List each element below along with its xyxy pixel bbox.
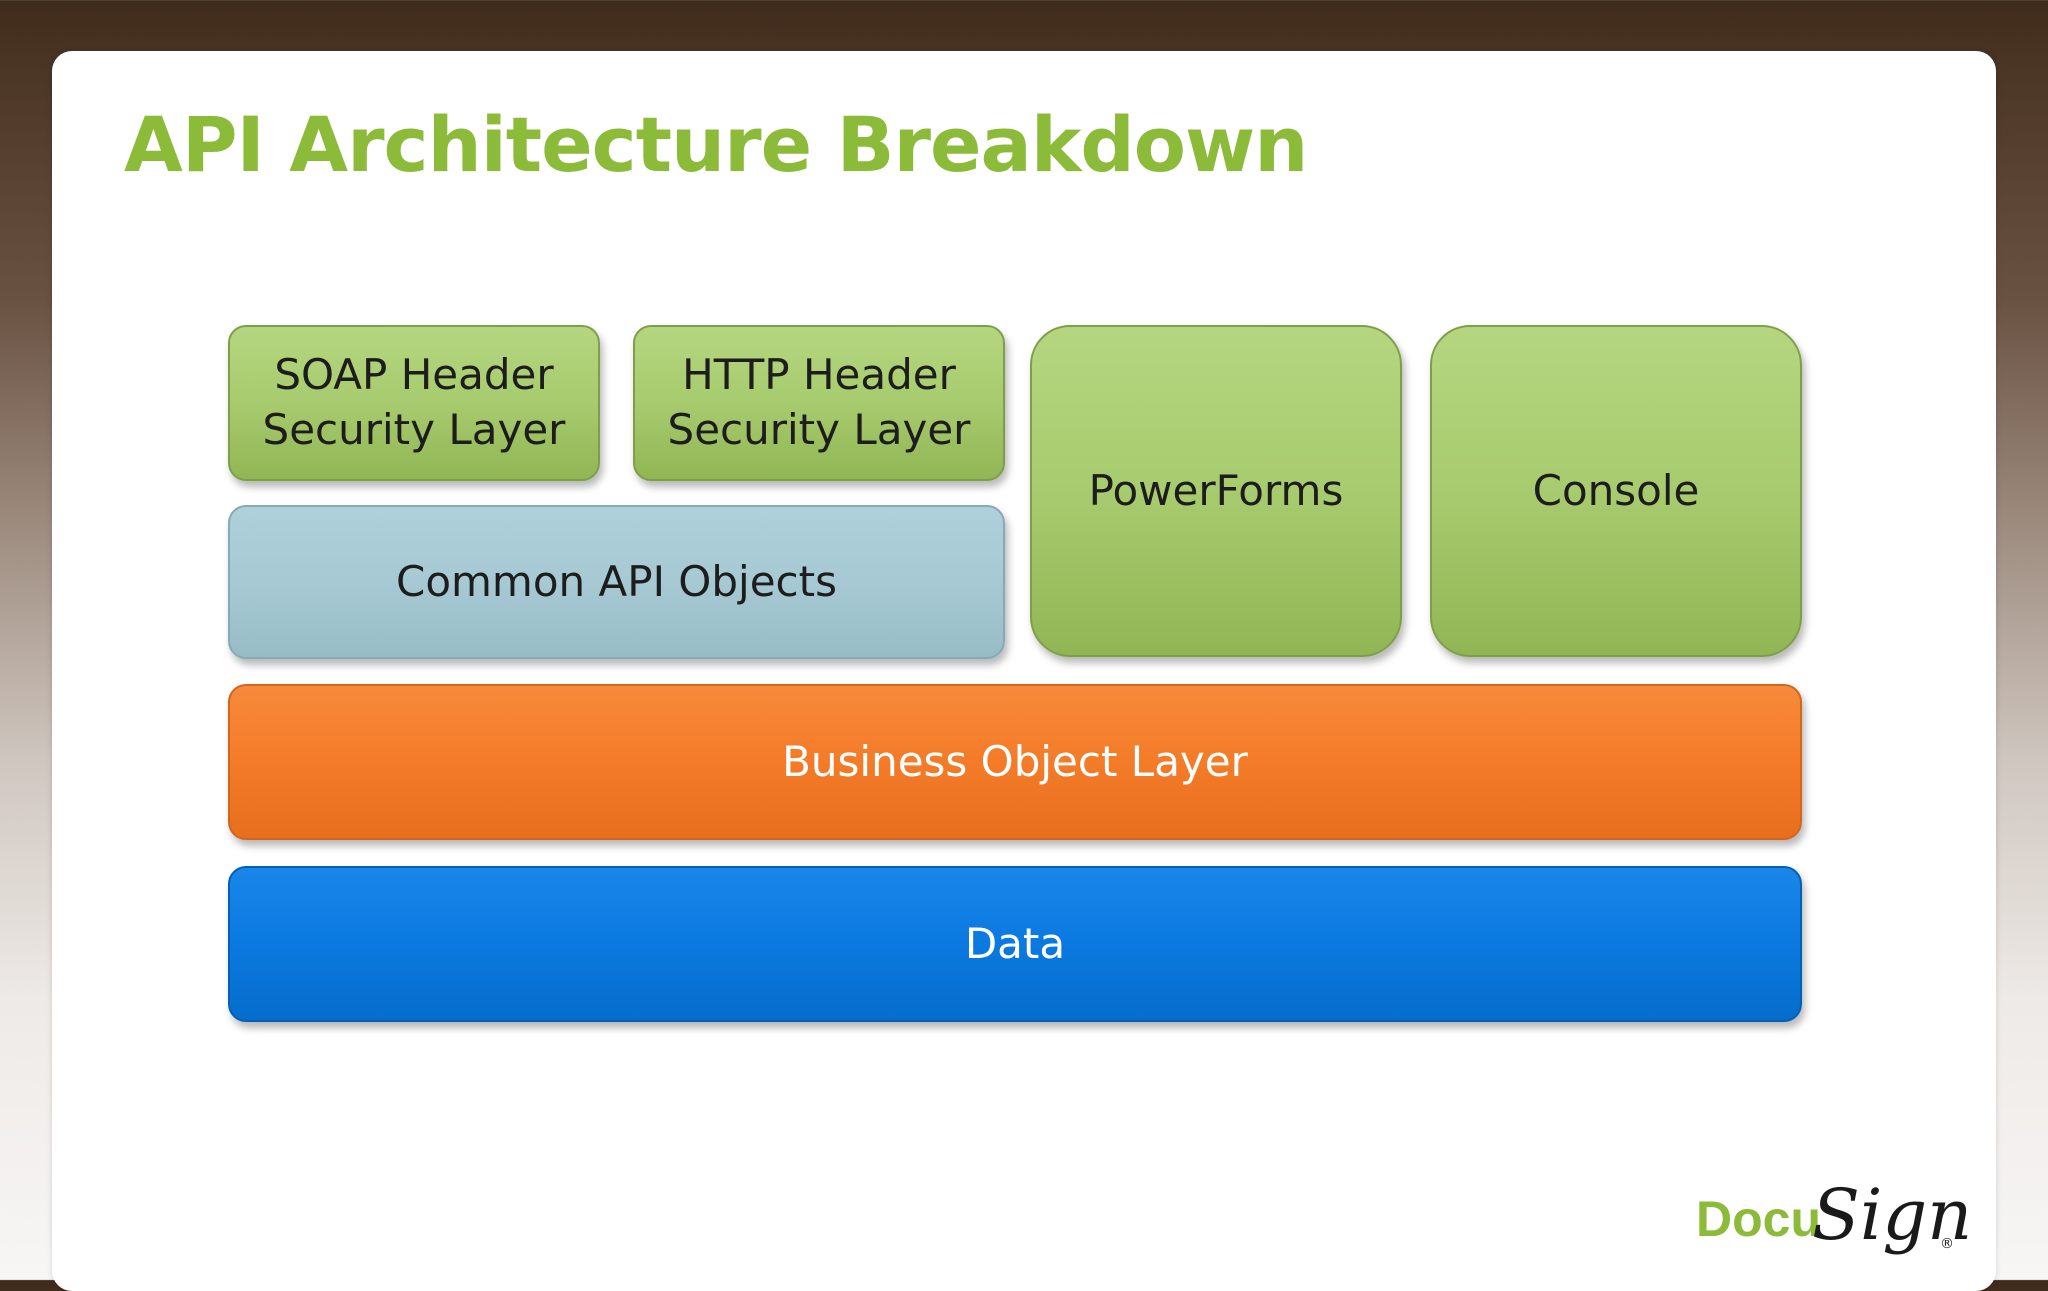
docusign-logo: Docu Sign ® [1696,1174,1972,1260]
console-block: Console [1430,325,1802,657]
registered-mark: ® [1940,1236,1954,1252]
common-api-objects-block: Common API Objects [228,505,1005,659]
data-block: Data [228,866,1802,1022]
powerforms-block: PowerForms [1030,325,1402,657]
slide-background [52,51,1996,1291]
business-object-layer-block: Business Object Layer [228,684,1802,840]
http-header-security-layer-block: HTTP Header Security Layer [633,325,1005,481]
logo-docu-text: Docu [1696,1191,1821,1247]
soap-header-security-layer-block: SOAP Header Security Layer [228,325,600,481]
slide-title: API Architecture Breakdown [124,100,1308,189]
logo-sign-text: Sign [1812,1174,1973,1256]
